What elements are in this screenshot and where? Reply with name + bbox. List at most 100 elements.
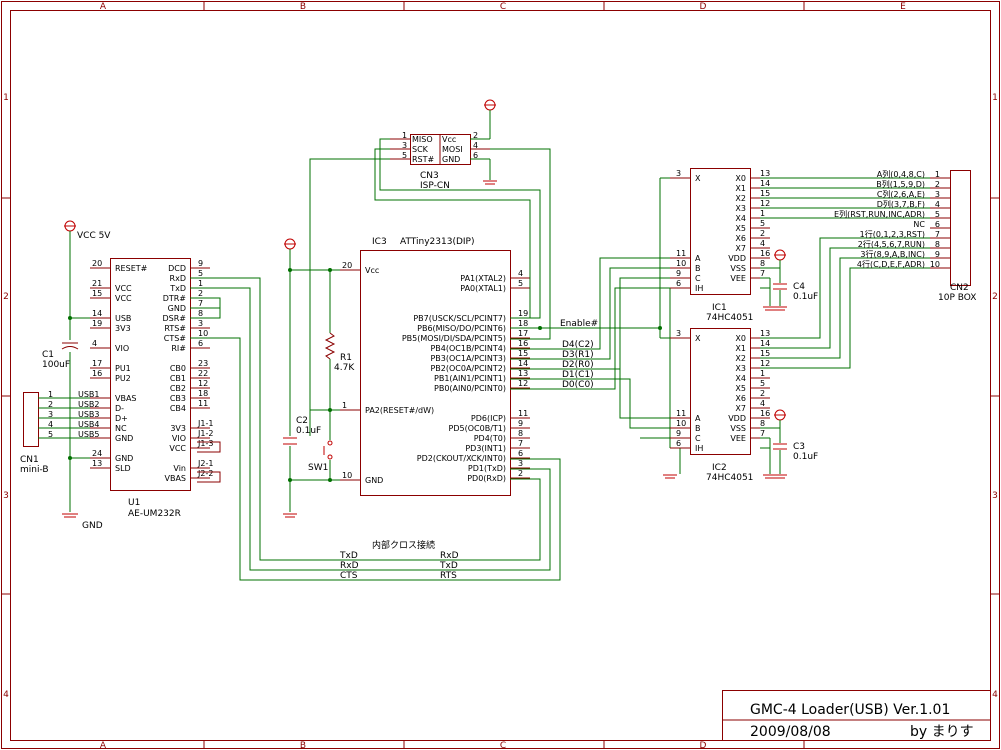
cn1-net-label: USB3 [78, 410, 100, 419]
u1-left-pin-name: 3V3 [115, 324, 131, 333]
cn1-pin-num: 1 [48, 390, 53, 399]
cn1-net-label: USB1 [78, 390, 100, 399]
u1-name: U1 [128, 498, 140, 508]
ic2-type: 74HC4051 [706, 473, 753, 483]
ic3-right-pin-num: 9 [518, 419, 523, 428]
ic1-right-pin-num: 1 [760, 209, 765, 218]
c3-value: 0.1uF [793, 452, 818, 462]
ic1-right-pin-name: VDD [728, 254, 746, 263]
u1-right-pin-name: CB4 [170, 404, 186, 413]
ic3-left-pin-name: Vcc [365, 266, 379, 275]
cn2-pin-num: 10 [930, 260, 940, 269]
cross-l2: CTS [340, 571, 358, 581]
ic3-right-pin-num: 17 [518, 329, 528, 338]
ic2-right-pin-name: X2 [735, 354, 746, 363]
frame-col-a-bottom: A [100, 741, 107, 750]
ic1-right-pin-num: 16 [760, 249, 770, 258]
frame-row-2-right: 2 [992, 292, 998, 302]
u1-right-pin-num: J1-2 [197, 429, 213, 438]
ic1-name: IC1 [712, 303, 727, 313]
cn3-left-pin-name: SCK [412, 145, 429, 154]
ic1-left-pin-num: 10 [676, 259, 686, 268]
frame-col-b: B [300, 2, 306, 12]
frame-col-c: C [500, 2, 506, 12]
ic2-right-pin-num: 1 [760, 369, 765, 378]
ic1-left-pin-name: C [695, 274, 701, 283]
ic1-left-pin-num: 9 [676, 269, 681, 278]
cross-l1: RxD [340, 561, 359, 571]
isp-wires: Enable# [309, 138, 680, 411]
ic3-right-pin-name: PD5(OC0B/T1) [449, 424, 506, 433]
cn1-net-label: USB5 [78, 430, 100, 439]
ic3-right-pin-num: 19 [518, 309, 528, 318]
ic2-left-pin-num: 11 [676, 409, 686, 418]
ic1-right-pin-name: X5 [735, 224, 746, 233]
u1-left-pin-name: GND [115, 454, 133, 463]
u1-left-pin-name: VCC [115, 294, 132, 303]
u1-left-pin-name: VCC [115, 284, 132, 293]
ic2-right-pin-num: 16 [760, 409, 770, 418]
cross-l0: TxD [339, 551, 358, 561]
cn3-right-pin-num: 6 [473, 151, 478, 160]
c1-value: 100uF [42, 360, 70, 370]
ic2-right-pin-num: 2 [760, 389, 765, 398]
ic2-left-pin-num: 9 [676, 429, 681, 438]
c2-value: 0.1uF [296, 426, 321, 436]
u1-right-pin-num: 23 [198, 359, 208, 368]
cn3-type: ISP-CN [420, 181, 450, 191]
ic3-right-pin-name: PD3(INT1) [465, 444, 506, 453]
cn2-net-label: D列(3,7,B,F) [877, 199, 925, 209]
ic1-right-pin-name: X3 [735, 204, 746, 213]
u1-left-pin-num: 4 [92, 339, 97, 348]
ic1-right-pin-num: 5 [760, 219, 765, 228]
ic3-right-pin-num: 5 [518, 279, 523, 288]
ic1-right-pin-name: X2 [735, 194, 746, 203]
u1-right-pin-name: VIO [172, 434, 186, 443]
ic2-right-pin-num: 8 [760, 419, 765, 428]
ic2-right-pin-num: 15 [760, 349, 770, 358]
ic2-right-pin-name: X4 [735, 374, 746, 383]
ic2-left-pin-num: 10 [676, 419, 686, 428]
ic3-right-pin-num: 16 [518, 339, 528, 348]
cn3-left-pin-num: 5 [402, 151, 407, 160]
title-text: GMC-4 Loader(USB) Ver.1.01 [750, 702, 950, 718]
cn1-type: mini-B [20, 465, 49, 475]
u1-right-pin-num: 6 [198, 339, 203, 348]
ic3-right-pin-name: PB1(AIN1/PCINT1) [434, 374, 506, 383]
ic1-right-pin-num: 14 [760, 179, 770, 188]
ic1-right-pin-name: VSS [730, 264, 746, 273]
cn1-name: CN1 [20, 455, 39, 465]
frame-col-d-bottom: D [700, 741, 707, 750]
cn2-10p-box: 1A列(0,4,8,C)2B列(1,5,9,D)3C列(2,6,A,E)4D列(… [834, 169, 976, 303]
ic3-left-pin-name: GND [365, 476, 383, 485]
frame-col-a: A [100, 2, 107, 12]
ic2-left-pin-name: X [695, 334, 701, 343]
ic1-right-pin-name: X7 [735, 244, 746, 253]
ic1-right-pin-num: 7 [760, 269, 765, 278]
ic3-right-pin-name: PB7(USCK/SCL/PCINT7) [413, 314, 506, 323]
u1-right-pin-name: TxD [169, 284, 186, 293]
u1-right-pin-name: 3V3 [170, 424, 186, 433]
d4-net: D4(C2) [562, 340, 594, 350]
ic3-right-pin-name: PD0(RxD) [467, 474, 506, 483]
cn3-left-pin-num: 3 [402, 141, 407, 150]
ic3-right-pin-num: 8 [518, 429, 523, 438]
title-block: GMC-4 Loader(USB) Ver.1.01 2009/08/08 by… [722, 690, 991, 741]
u1-right-pin-num: 12 [198, 379, 208, 388]
author-text: by まりす [910, 724, 974, 740]
ic2-right-pin-num: 7 [760, 429, 765, 438]
u1-left-pin-num: 24 [92, 449, 102, 458]
date-text: 2009/08/08 [750, 724, 831, 740]
ic3-attiny2313: 20Vcc1PA2(RESET#/dW)10GND4PA1(XTAL2)5PA0… [340, 237, 530, 496]
u1-left-pin-name: SLD [115, 464, 131, 473]
ic1-right-pin-num: 13 [760, 169, 770, 178]
cn2-pin-num: 1 [935, 170, 940, 179]
ic2-right-pin-name: X6 [735, 394, 746, 403]
u1-right-pin-num: 3 [198, 319, 203, 328]
u1-right-pin-name: DTR# [163, 294, 187, 303]
ic1-right-pin-num: 12 [760, 199, 770, 208]
ic1-right-pin-name: X0 [735, 174, 746, 183]
u1-left-pin-num: 16 [92, 369, 102, 378]
